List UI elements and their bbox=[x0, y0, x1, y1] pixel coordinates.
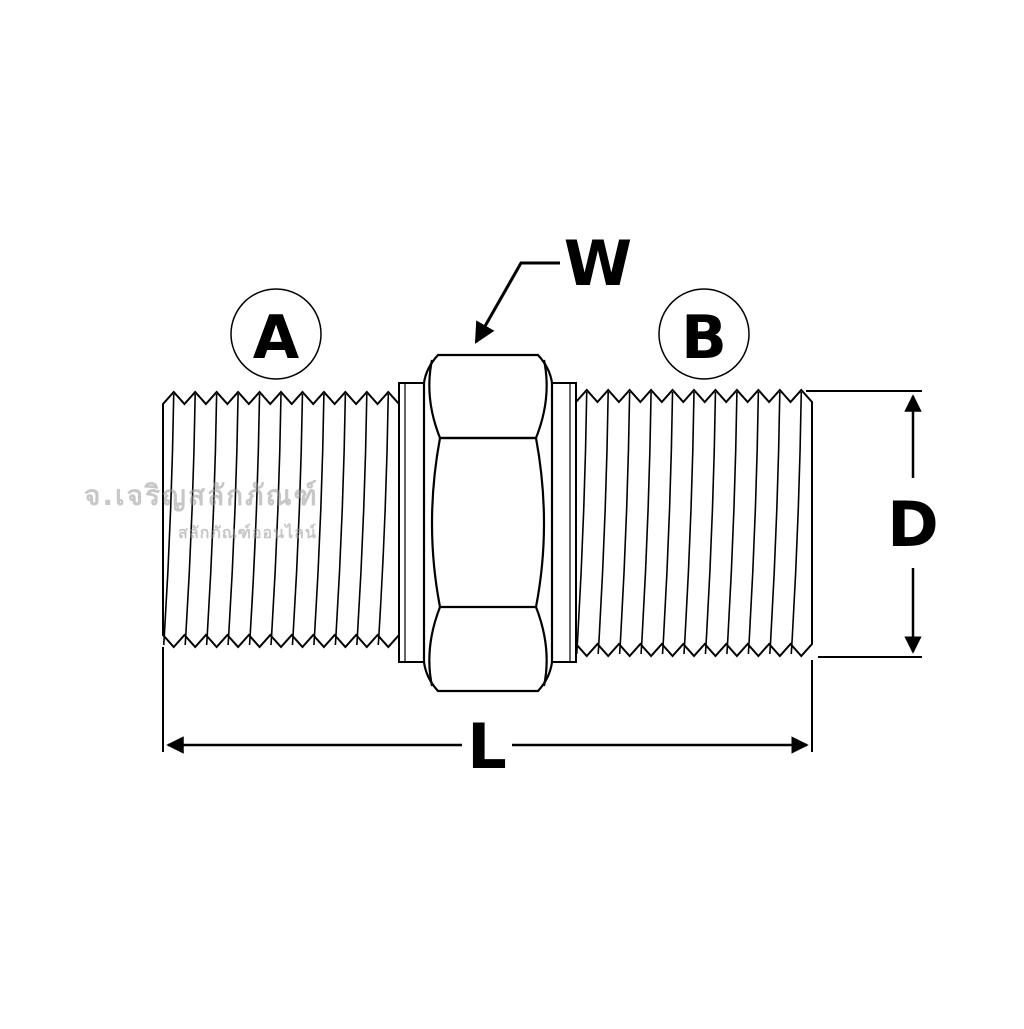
label-w-callout: W bbox=[474, 227, 632, 344]
collar-left bbox=[398, 382, 426, 663]
watermark: จ.เจริญสลักภัณฑ์ สลักภัณฑ์ออนไลน์ bbox=[84, 479, 319, 542]
thread-crest-line bbox=[790, 391, 803, 655]
thread-crest-line bbox=[356, 393, 368, 646]
thread-crest-line bbox=[683, 391, 695, 655]
label-a-circle bbox=[230, 288, 322, 380]
thread-right bbox=[575, 388, 813, 658]
dimension-d bbox=[806, 390, 922, 658]
thread-crest-line bbox=[184, 393, 196, 646]
w-leader-line bbox=[474, 261, 560, 344]
thread-crest-line bbox=[704, 391, 717, 655]
thread-crest-line bbox=[291, 393, 304, 646]
thread-crest-line bbox=[769, 391, 781, 655]
hex-face-middle-right bbox=[534, 437, 546, 608]
thread-crest-line bbox=[205, 393, 218, 646]
thread-crest-line bbox=[747, 391, 760, 655]
label-b: B bbox=[681, 303, 727, 373]
thread-crest-line bbox=[618, 391, 631, 655]
dimension-l bbox=[162, 647, 813, 754]
thread-crest-line bbox=[313, 393, 325, 646]
thread-crest-line bbox=[661, 391, 674, 655]
thread-crest-line bbox=[377, 393, 390, 646]
label-w: W bbox=[564, 227, 632, 300]
label-b-callout: B bbox=[658, 288, 750, 380]
thread-crest-line bbox=[597, 391, 609, 655]
thread-crest-line bbox=[640, 391, 652, 655]
thread-crest-line bbox=[270, 393, 282, 646]
thread-left bbox=[162, 390, 400, 649]
label-a: A bbox=[253, 303, 300, 373]
label-a-callout: A bbox=[230, 288, 322, 380]
hex-nut bbox=[422, 353, 554, 693]
collar-right bbox=[549, 382, 577, 663]
watermark-line2: สลักภัณฑ์ออนไลน์ bbox=[178, 523, 317, 542]
label-d: D bbox=[887, 488, 938, 561]
hex-outline bbox=[422, 353, 554, 693]
label-b-circle bbox=[658, 288, 750, 380]
thread-right-helix bbox=[575, 391, 803, 655]
hex-face-middle-left bbox=[430, 437, 442, 608]
thread-crest-line bbox=[726, 391, 738, 655]
watermark-line1: จ.เจริญสลักภัณฑ์ bbox=[84, 479, 319, 512]
thread-crest-line bbox=[334, 393, 347, 646]
hex-face-bottom bbox=[428, 606, 548, 687]
label-l: L bbox=[467, 710, 507, 783]
thread-crest-line bbox=[248, 393, 261, 646]
thread-crest-line bbox=[575, 391, 588, 655]
thread-left-helix bbox=[162, 393, 390, 646]
thread-crest-line bbox=[162, 393, 175, 646]
thread-crest-line bbox=[227, 393, 239, 646]
thread-right-outline bbox=[575, 388, 813, 658]
